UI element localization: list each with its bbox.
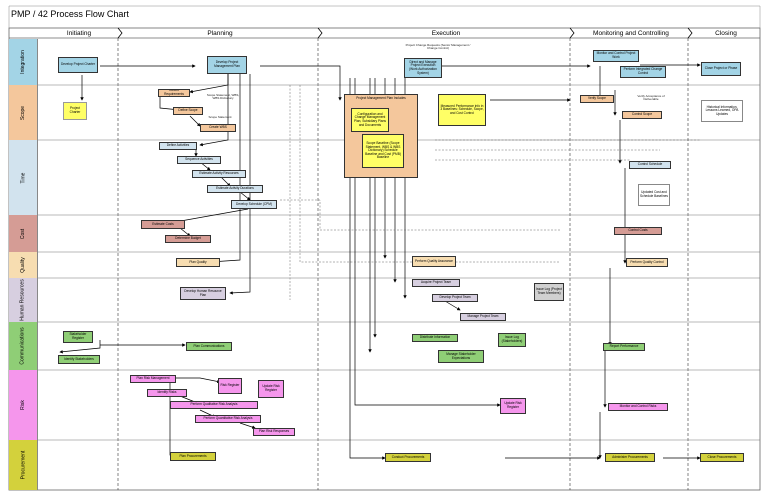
- plan-risk-responses-box[interactable]: Plan Risk Responses: [253, 428, 295, 436]
- lane-communications: Communications: [9, 322, 38, 370]
- issue-log-stakeholders-doc: Issue Log (Stakeholders): [498, 333, 526, 347]
- wbs-note: Scope Statement, WBS, WBS Dictionary: [206, 93, 240, 101]
- plan-risk-box[interactable]: Plan Risk Management: [130, 375, 176, 383]
- qualitative-risk-box[interactable]: Perform Qualitative Risk Analysis: [170, 401, 258, 409]
- sequence-activities-box[interactable]: Sequence Activities: [177, 156, 221, 164]
- project-charter-doc: Project Charter: [63, 102, 87, 120]
- verify-deliverable-note: Verify Acceptance of Deliverable: [637, 94, 665, 102]
- phase-closing: Closing: [715, 30, 737, 37]
- close-procurements-box[interactable]: Close Procurements: [700, 453, 744, 462]
- lane-integration: Integration: [9, 39, 38, 85]
- conduct-procurements-box[interactable]: Conduct Procurements: [385, 453, 431, 462]
- lane-cost: Cost: [9, 215, 38, 252]
- updated-cost-schedule-doc: Updated Cost and Schedule Baselines: [638, 184, 670, 206]
- perform-qa-box[interactable]: Perform Quality Assurance: [412, 256, 456, 267]
- control-scope-box[interactable]: Control Scope: [622, 111, 662, 119]
- lane-quality: Quality: [9, 252, 38, 278]
- measured-performance-box: Measured Performance info in 3 Baselines…: [438, 94, 486, 126]
- direct-manage-box[interactable]: Direct and Manage Project Execution (Wor…: [404, 58, 442, 78]
- phase-execution: Execution: [431, 30, 461, 37]
- identify-risks-box[interactable]: Identify Risks: [147, 389, 187, 397]
- risk-register-doc: Risk Register: [218, 378, 242, 394]
- close-project-box[interactable]: Close Project or Phase: [701, 62, 741, 76]
- define-scope-box[interactable]: Define Scope: [173, 107, 203, 115]
- develop-pmp-box[interactable]: Develop Project Management Plan: [207, 56, 247, 74]
- change-requests-note: Project Change Requests (Senior Manageme…: [405, 43, 471, 51]
- administer-procurements-box[interactable]: Administer Procurements: [605, 453, 655, 462]
- plan-communications-box[interactable]: Plan Communications: [186, 342, 232, 351]
- scope-statement-note: Scope Statement: [208, 115, 232, 119]
- create-wbs-box[interactable]: Create WBS: [200, 124, 236, 132]
- update-risk-register-doc: Update Risk Register: [258, 380, 284, 398]
- integrated-change-box[interactable]: Perform Integrated Change Control: [620, 66, 666, 78]
- identify-stakeholders-box[interactable]: Identify Stakeholders: [58, 355, 100, 364]
- define-activities-box[interactable]: Define Activities: [159, 142, 197, 150]
- develop-charter-box[interactable]: Develop Project Charter: [58, 57, 98, 73]
- acquire-team-box[interactable]: Acquire Project Team: [412, 279, 460, 287]
- quantitative-risk-box[interactable]: Perform Quantitative Risk Analysis: [195, 415, 261, 423]
- monitor-risks-box[interactable]: Monitor and Control Risks: [608, 403, 668, 411]
- lane-human-resources: Human Resources: [9, 278, 38, 322]
- update-risk-register-exec-doc: Update Risk Register: [500, 398, 526, 414]
- perform-qc-box[interactable]: Perform Quality Control: [626, 258, 668, 267]
- manage-team-box[interactable]: Manage Project Team: [460, 313, 506, 321]
- historical-info-doc: Historical Information, Lessons Learned,…: [701, 100, 743, 122]
- issue-log-team-doc: Issue Log (Project Team Members): [534, 283, 564, 301]
- estimate-resources-box[interactable]: Estimate Activity Resources: [192, 170, 246, 178]
- phase-initiating: Initiating: [66, 30, 92, 37]
- lane-procurement: Procurement: [9, 440, 38, 490]
- lane-scope: Scope: [9, 85, 38, 140]
- phase-planning: Planning: [207, 30, 233, 37]
- monitor-control-box[interactable]: Monitor and Control Project Work: [593, 50, 639, 62]
- determine-budget-box[interactable]: Determine Budget: [165, 235, 211, 243]
- collect-requirements-box[interactable]: Collect Requirements: [158, 89, 190, 97]
- report-performance-box[interactable]: Report Performance: [603, 343, 645, 351]
- verify-scope-box[interactable]: Verify Scope: [580, 95, 614, 103]
- develop-hr-plan-box[interactable]: Develop Human Resource Plan: [180, 287, 226, 300]
- lane-time: Time: [9, 140, 38, 215]
- control-schedule-box[interactable]: Control Schedule: [629, 161, 671, 169]
- pmp-baselines-box: Scope Baseline (Scope Statement, WBS & W…: [362, 134, 404, 168]
- plan-quality-box[interactable]: Plan Quality: [176, 258, 220, 267]
- distribute-info-box[interactable]: Distribute Information: [412, 334, 458, 342]
- phase-monitoring-controlling: Monitoring and Controlling: [593, 30, 669, 37]
- stakeholder-register-doc: Stakeholder Register: [63, 331, 93, 343]
- manage-expectations-box[interactable]: Manage Stakeholder Expectations: [438, 350, 484, 363]
- page-title: PMP / 42 Process Flow Chart: [11, 9, 129, 19]
- estimate-costs-box[interactable]: Estimate Costs: [141, 220, 185, 229]
- plan-procurements-box[interactable]: Plan Procurements: [170, 452, 216, 461]
- develop-schedule-box[interactable]: Develop Schedule (CPM): [231, 200, 277, 209]
- develop-team-box[interactable]: Develop Project Team: [432, 294, 478, 302]
- control-costs-box[interactable]: Control Costs: [614, 227, 662, 235]
- pmp-config-box: Configuration and Change Management Plan…: [351, 108, 389, 132]
- estimate-durations-box[interactable]: Estimate Activity Durations: [207, 185, 263, 193]
- lane-risk: Risk: [9, 370, 38, 440]
